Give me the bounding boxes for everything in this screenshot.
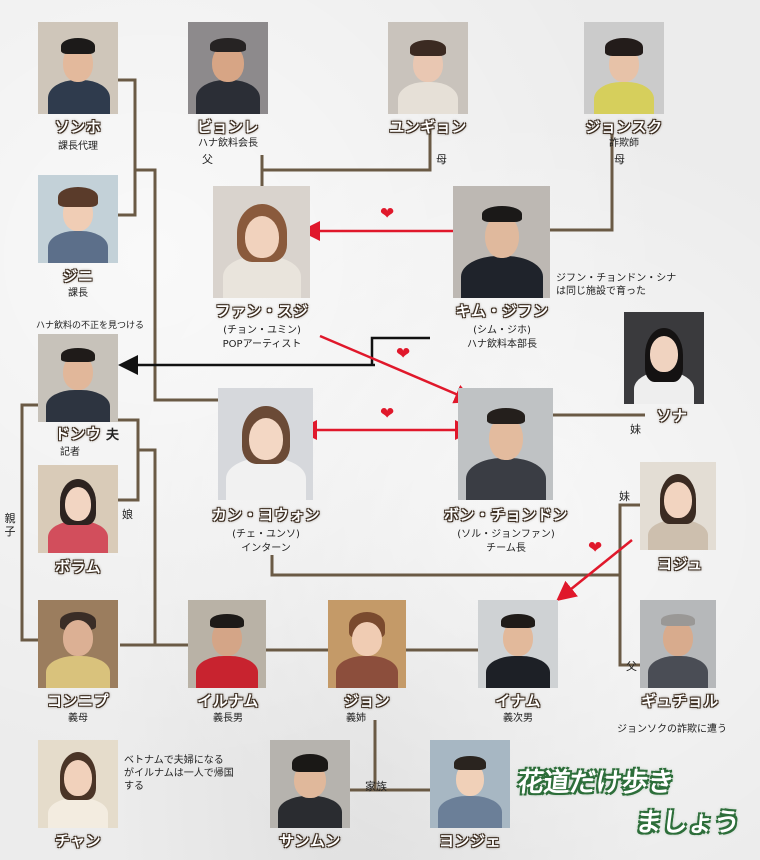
alias-jondon: (ソル・ジョンファン) [457,529,555,540]
role-donu: 記者 [60,447,80,458]
name-jon: ジョン [343,692,391,710]
photo-jondon [458,388,553,500]
line-yowon-family [120,448,157,647]
role-jon: 義姉 [346,713,366,724]
photo-konnipu [38,600,118,688]
drama-title-line1: 花道だけ歩き [516,768,676,798]
line-jonsuku-jifun [530,130,614,232]
heart-icon: ❤ [588,538,603,558]
photo-jon [328,600,406,688]
name-yoju: ヨジュ [657,555,703,573]
photo-gyucholu [640,600,716,688]
note-chan: ベトナムで夫婦になる がイルナムは一人で帰国 する [124,755,234,792]
photo-chan [38,740,118,828]
line-yoju-gyucholu [618,503,640,667]
photo-yowon [218,388,313,500]
drama-title-line2: ましょう [634,808,742,838]
label-parent-child: 親子 [4,512,16,538]
photo-byonre [188,22,268,114]
photo-donu [38,334,118,422]
alias-jifun: (シム・ジホ) [473,325,531,336]
name-yungyon: ユンギョン [389,118,467,136]
line-group-to-yowon [135,168,245,402]
photo-sona [624,312,704,404]
name-jonsuku: ジョンスク [585,118,663,136]
name-sonho: ソンホ [54,118,102,136]
name-yowon: カン・ヨウォン [211,506,321,524]
relation-yungyon: 母 [436,153,447,166]
line-donu-konnipu [20,403,40,642]
role-byonre: ハナ飲料会長 [198,138,258,149]
love-arrow-yoju-inamu [556,539,633,602]
relation-gyucholu: 父 [626,660,637,673]
name-boramu: ボラム [54,558,102,576]
line-donu-boramu [118,418,140,502]
role-jonsuku: 詐欺師 [609,138,639,149]
name-chan: チャン [54,832,102,850]
role-jifun: ハナ飲料本部長 [467,339,537,350]
name-inamu: イナム [495,692,541,710]
name-jondon: ボン・チョンドン [443,506,569,524]
name-byonre: ビョンレ [196,118,260,136]
photo-samun [270,740,350,828]
name-irunamu: イルナム [197,692,259,710]
note-jifun: ジフン・チョンドン・シナ は同じ施設で育った [556,273,677,297]
photo-boramu [38,465,118,553]
role-suji: POPアーティスト [222,339,302,350]
heart-icon: ❤ [380,204,395,224]
heart-icon: ❤ [396,344,411,364]
alias-suji: (チョン・ユミン) [223,325,301,336]
name-gyucholu: ギュチョル [641,692,719,710]
name-jifun: キム・ジフン [455,302,549,320]
line-parents [260,128,432,172]
photo-jifun [453,186,550,298]
relation-boramu: 娘 [122,508,133,521]
role-inamu: 義次男 [503,713,533,724]
photo-sonho [38,22,118,114]
heart-icon: ❤ [380,404,395,424]
role-jondon: チーム長 [486,543,526,554]
name-jini: ジニ [62,267,94,285]
love-arrow-suji-jondon [319,334,475,404]
role-sonho: 課長代理 [58,141,98,152]
photo-inamu [478,600,558,688]
relation-donu-husband: 夫 [106,428,120,443]
arrow-jifun-donu [370,336,430,365]
name-donu: ドンウ [55,423,102,444]
label-family: 家族 [365,780,387,793]
role-irunamu: 義長男 [213,713,243,724]
name-suji: ファン・スジ [215,302,309,320]
photo-yungyon [388,22,468,114]
role-konnipu: 義母 [68,713,88,724]
line-yowon-bottom [270,555,620,577]
role-yowon: インターン [241,543,291,554]
name-konnipu: コンニプ [46,692,110,710]
line-sonho [118,78,137,217]
name-yonje: ヨンジェ [438,832,502,850]
photo-jini [38,175,118,263]
name-donu-text: ドンウ [54,425,102,443]
photo-irunamu [188,600,266,688]
photo-yonje [430,740,510,828]
photo-jonsuku [584,22,664,114]
photo-yoju [640,462,716,550]
relation-sona: 妹 [630,423,641,436]
relation-byonre: 父 [202,153,213,166]
role-jini: 課長 [68,288,88,299]
note-donu-top: ハナ飲料の不正を見つける [35,321,145,331]
note-gyucholu: ジョンソクの詐欺に遭う [617,724,727,735]
name-sona: ソナ [656,407,688,425]
photo-suji [213,186,310,298]
relation-jonsuku: 母 [614,153,625,166]
relation-yoju: 妹 [619,490,630,503]
name-samun: サンムン [279,832,341,850]
alias-yowon: (チェ・ユンソ) [232,529,300,540]
